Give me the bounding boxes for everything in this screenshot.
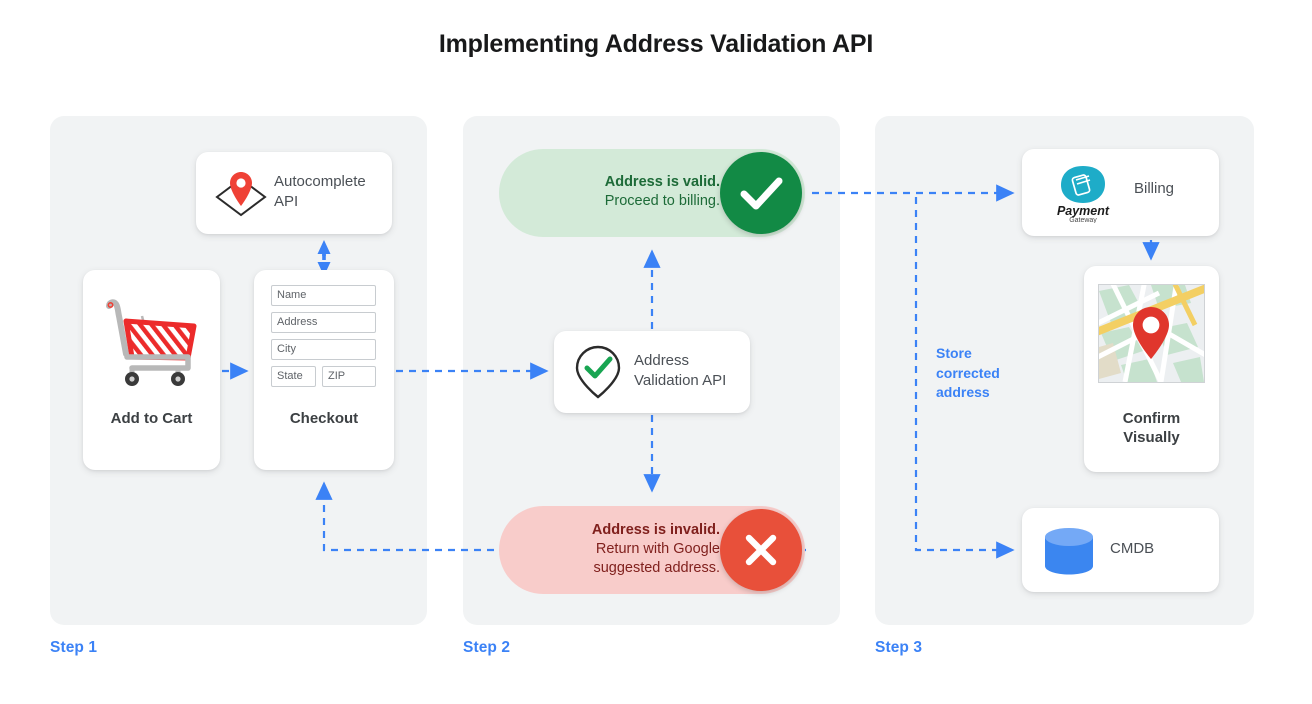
- cmdb-label: CMDB: [1110, 540, 1155, 557]
- address-valid-headline: Address is valid.: [604, 174, 720, 190]
- checkout-title: Checkout: [289, 410, 359, 427]
- validation-label-line-2: Validation API: [634, 372, 727, 389]
- address-valid-text: Address is valid. Proceed to billing.: [519, 173, 720, 211]
- invalid-status-badge: [720, 509, 802, 591]
- shopping-cart-icon: [106, 299, 197, 386]
- address-invalid-text: Address is invalid. Return with Google s…: [519, 521, 720, 578]
- address-field[interactable]: Address: [271, 312, 376, 333]
- city-field[interactable]: City: [271, 339, 376, 360]
- database-icon: [1045, 528, 1093, 575]
- store-note-line-3: address: [936, 384, 990, 400]
- pin-check-icon: [575, 345, 621, 399]
- autocomplete-api-card[interactable]: Autocomplete API: [196, 152, 392, 234]
- map-pin-diamond-icon: [215, 172, 267, 217]
- address-validation-api-card[interactable]: Address Validation API: [554, 331, 750, 413]
- address-validation-api-label: Address Validation API: [634, 351, 744, 391]
- step-3-label: Step 3: [875, 639, 923, 656]
- address-invalid-pill[interactable]: Address is invalid. Return with Google s…: [499, 506, 805, 594]
- checkout-card[interactable]: Name Address City State ZIP Checkout: [254, 270, 394, 470]
- close-icon: [745, 534, 777, 566]
- cmdb-card[interactable]: CMDB: [1022, 508, 1219, 592]
- address-valid-detail: Proceed to billing.: [604, 193, 720, 209]
- add-to-cart-card[interactable]: Add to Cart: [83, 270, 220, 470]
- address-invalid-headline: Address is invalid.: [591, 522, 720, 538]
- address-invalid-detail-1: Return with Google: [595, 541, 720, 557]
- address-valid-pill[interactable]: Address is valid. Proceed to billing.: [499, 149, 805, 237]
- confirm-visually-title: Confirm Visually: [1084, 409, 1219, 447]
- check-icon: [740, 177, 783, 210]
- step-1-label: Step 1: [50, 639, 98, 656]
- step-2-label: Step 2: [463, 639, 511, 656]
- confirm-title-line-2: Visually: [1123, 429, 1180, 446]
- svg-text:Gateway: Gateway: [1069, 217, 1097, 223]
- billing-card[interactable]: Payment Gateway Billing: [1022, 149, 1219, 236]
- store-note-line-2: corrected: [936, 364, 1000, 381]
- confirm-title-line-1: Confirm: [1122, 410, 1181, 427]
- payment-gateway-icon: Payment Gateway: [1057, 166, 1110, 223]
- store-corrected-address-note: Store corrected address: [936, 344, 1032, 403]
- validation-label-line-1: Address: [634, 352, 690, 369]
- state-field[interactable]: State: [271, 366, 316, 387]
- valid-status-badge: [720, 152, 802, 234]
- address-invalid-detail-2: suggested address.: [593, 560, 720, 576]
- page-title: Implementing Address Validation API: [438, 30, 874, 58]
- name-field[interactable]: Name: [271, 285, 376, 306]
- zip-field[interactable]: ZIP: [322, 366, 376, 387]
- store-note-line-1: Store: [936, 345, 972, 361]
- map-thumbnail-icon: [1098, 284, 1205, 383]
- confirm-visually-card[interactable]: Confirm Visually: [1084, 266, 1219, 472]
- svg-text:Payment: Payment: [1057, 204, 1110, 218]
- autocomplete-api-label: Autocomplete API: [274, 173, 366, 210]
- add-to-cart-title: Add to Cart: [110, 410, 193, 427]
- billing-label: Billing: [1134, 180, 1175, 197]
